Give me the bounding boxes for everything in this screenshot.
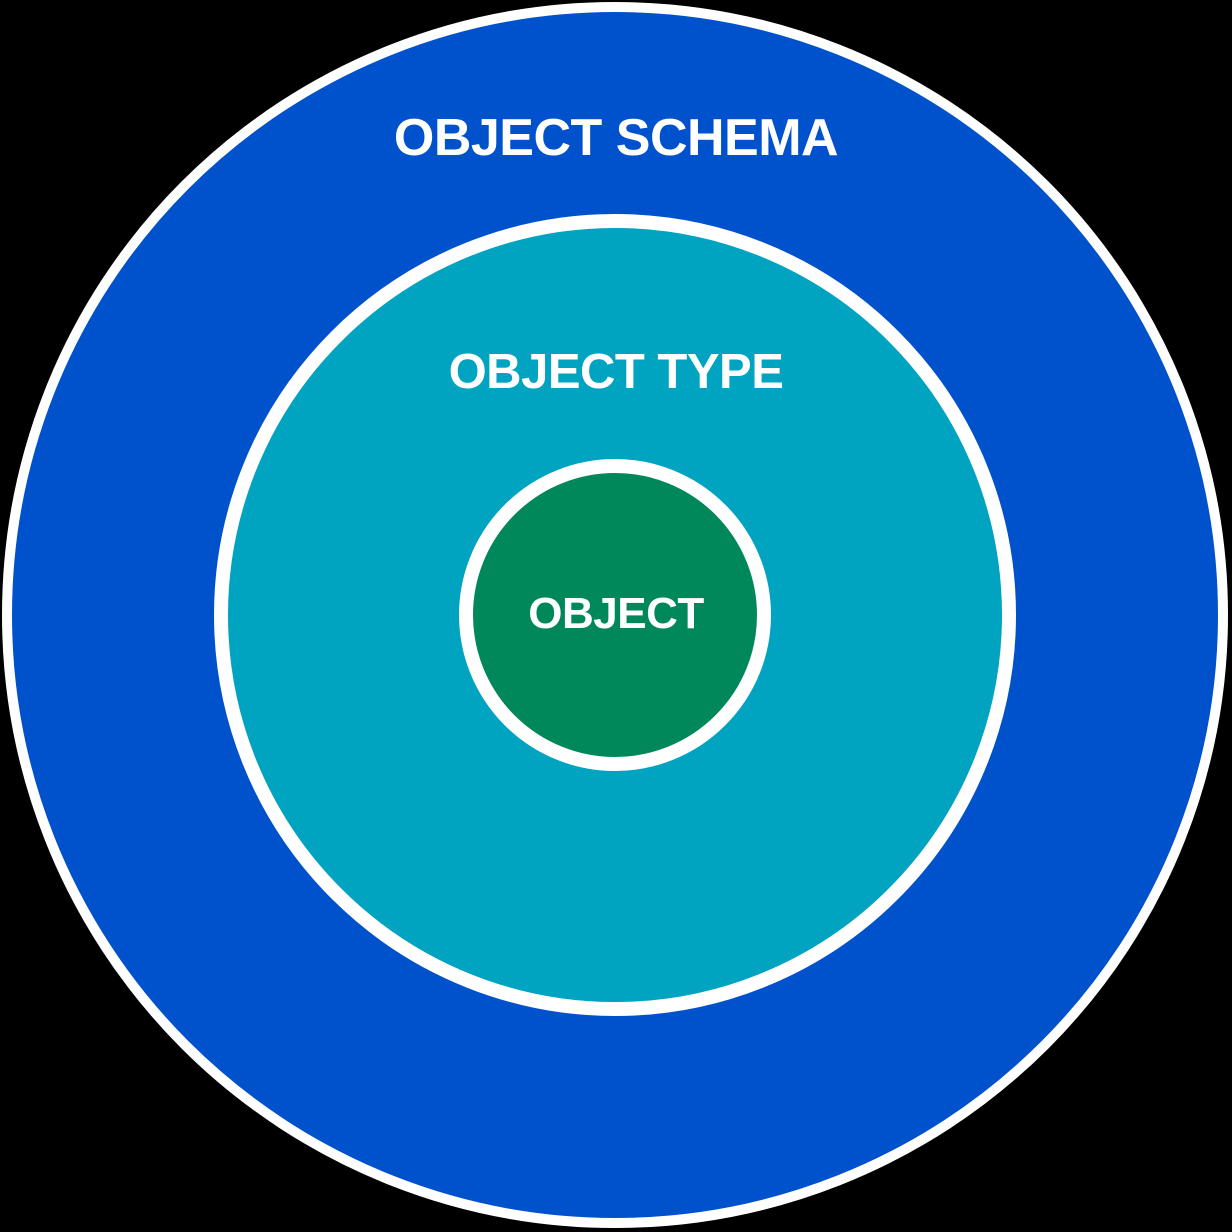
- label-object: OBJECT: [528, 589, 704, 638]
- label-object-type: OBJECT TYPE: [448, 345, 784, 399]
- label-object-schema: OBJECT SCHEMA: [393, 109, 839, 167]
